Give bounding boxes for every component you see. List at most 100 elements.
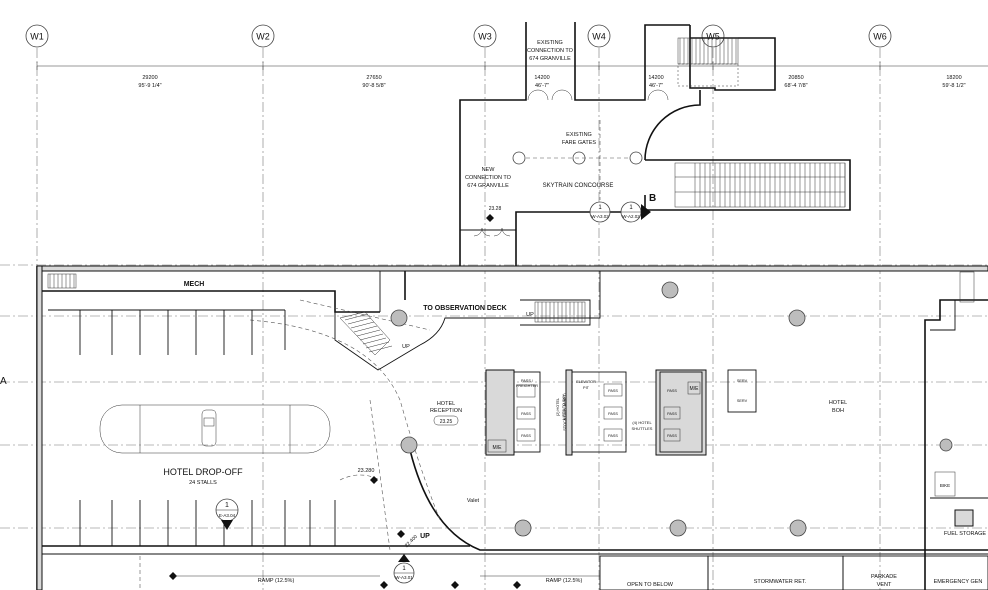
grid-bubbles: W1 W2 W3 W4 W5 W6	[25, 24, 892, 48]
elevator-pit-1: ELEVATOR	[576, 380, 596, 384]
stock-unplanned-label: STOCK UNPLANNED	[563, 393, 567, 431]
dimension-string: 29200 95'-9 1/4" 27650 90'-8 5/8" 14200 …	[36, 62, 988, 89]
mech-stair	[47, 273, 77, 289]
up-stair-left: UP	[402, 344, 410, 350]
dim-2-imperial: 90'-8 5/8"	[362, 83, 385, 89]
hotel-shuttles-1: (4) HOTEL	[632, 420, 652, 425]
svg-text:W-A2.02: W-A2.02	[622, 214, 640, 219]
serv-label-2: SERV	[737, 399, 748, 403]
dim-6-metric: 18200	[946, 75, 961, 81]
pass-label-4: PASS	[608, 412, 618, 416]
svg-text:1: 1	[402, 566, 406, 572]
grid-bubble-w6: W6	[868, 24, 892, 48]
new-connection-2: CONNECTION TO	[465, 175, 512, 181]
dim-1-metric: 29200	[142, 75, 157, 81]
ramp-left-label: RAMP (12.5%)	[258, 578, 295, 584]
hotel-shuttles-2: SHUTTLES	[632, 426, 653, 431]
stalls-label: 24 STALLS	[189, 480, 217, 486]
fare-gates	[512, 120, 643, 200]
pass-label-6: PASS	[667, 389, 677, 393]
hotel-dropoff-label: HOTEL DROP-OFF	[163, 467, 243, 477]
concourse-labels: EXISTING CONNECTION TO 674 GRANVILLE EXI…	[465, 40, 613, 222]
fare-gates-label-1: EXISTING	[566, 132, 592, 138]
me-label-2: M/E	[493, 445, 503, 451]
up-ramp-label: UP	[420, 533, 430, 540]
door-arcs-upper	[473, 89, 669, 237]
reception-level: 23.25	[440, 419, 453, 425]
svg-text:W-A3.02: W-A3.02	[591, 214, 609, 219]
svg-text:W2: W2	[256, 32, 270, 42]
svg-text:1: 1	[629, 205, 633, 211]
svg-text:W6: W6	[873, 32, 887, 42]
pass-label-3: PASS	[608, 389, 618, 393]
dim-2-metric: 27650	[366, 75, 381, 81]
level-2328: 23.28	[489, 206, 502, 212]
dim-1-imperial: 95'-9 1/4"	[138, 83, 161, 89]
ramp-arrows	[139, 556, 600, 590]
dim-4-imperial: 46'-7"	[649, 83, 663, 89]
dim-6-imperial: 59'-8 1/2"	[942, 83, 965, 89]
stormwater-label: STORMWATER RET.	[754, 579, 807, 585]
hotel-lifts-1: (2) HOTEL	[556, 398, 560, 416]
emergency-gen-label: EMERGENCY GEN	[934, 579, 983, 585]
dim-3-imperial: 46'-7"	[535, 83, 549, 89]
section-tag-w-a3-01: 1 W-A3.01	[393, 554, 415, 584]
main-level-walls	[36, 265, 988, 590]
valet-label: Valet	[467, 498, 480, 504]
pass-label-7: PASS	[667, 412, 677, 416]
svg-text:E-A3.04: E-A3.04	[219, 513, 236, 518]
bottom-rooms	[599, 471, 988, 590]
hotel-boh-2: BOH	[832, 408, 844, 414]
section-b-label: B	[649, 193, 656, 204]
elevator-core	[485, 369, 757, 456]
existing-connection-1: EXISTING	[537, 40, 563, 46]
dim-5-metric: 20850	[788, 75, 803, 81]
obs-stair	[339, 301, 586, 356]
svg-text:1: 1	[598, 205, 602, 211]
dim-4-metric: 14200	[648, 75, 663, 81]
section-tag-w-a2-02: 1 W-A2.02 B	[620, 193, 656, 223]
hotel-lifts-2: LIFTS TO SKY	[562, 394, 566, 420]
pass-freight-2: FREIGHTER	[516, 384, 538, 388]
grid-bubble-w4: W4	[587, 24, 611, 48]
dim-5-imperial: 68'-4 7/8"	[784, 83, 807, 89]
level-markers	[169, 476, 521, 589]
grid-lines	[0, 48, 988, 590]
svg-text:W1: W1	[30, 32, 44, 42]
svg-text:W5: W5	[706, 32, 720, 42]
open-to-below-label: OPEN TO BELOW	[627, 582, 674, 588]
pass-freight-1: PASS /	[521, 379, 534, 383]
section-tag-w-a3-02: 1 W-A3.02	[589, 201, 611, 223]
svg-text:W3: W3	[478, 32, 492, 42]
hotel-reception-2: RECEPTION	[430, 408, 462, 414]
section-tag-e-a3-04: 1 E-A3.04	[215, 498, 239, 530]
svg-text:W-A3.01: W-A3.01	[395, 575, 413, 580]
skytrain-concourse-label: SKYTRAIN CONCOURSE	[543, 183, 614, 189]
grid-bubble-w3: W3	[473, 24, 497, 48]
skytrain-concourse-walls	[459, 22, 851, 268]
level-23280: 23.280	[358, 468, 375, 474]
existing-connection-3: 674 GRANVILLE	[529, 56, 571, 62]
pass-label-2: PASS	[521, 434, 531, 438]
mech-label: MECH	[184, 281, 205, 288]
parkade-vent-2: VENT	[877, 582, 892, 588]
stair-upper	[677, 37, 739, 87]
grid-bubble-w5: W5	[701, 24, 725, 48]
parking-stalls	[48, 309, 336, 546]
grid-a-label: A	[0, 376, 7, 387]
serv-label-1: SERV	[737, 379, 748, 383]
drive-aisle-lines	[249, 299, 441, 551]
pass-label-8: PASS	[667, 434, 677, 438]
hotel-reception-1: HOTEL	[437, 401, 455, 407]
new-connection-3: 674 GRANVILLE	[467, 183, 509, 189]
ramp-right-label: RAMP (12.5%)	[546, 578, 583, 584]
core-labels: PASS / FREIGHTER PASS PASS STOCK UNPLANN…	[493, 379, 748, 451]
escalators	[674, 162, 846, 208]
existing-connection-2: CONNECTION TO	[527, 48, 574, 54]
hotel-boh-1: HOTEL	[829, 400, 847, 406]
pass-label-1: PASS	[521, 412, 531, 416]
grid-bubble-w2: W2	[251, 24, 275, 48]
up-stair-obs: UP	[526, 312, 534, 318]
fare-gates-label-2: FARE GATES	[562, 140, 596, 146]
fuel-storage-label: FUEL STORAGE	[944, 531, 987, 537]
